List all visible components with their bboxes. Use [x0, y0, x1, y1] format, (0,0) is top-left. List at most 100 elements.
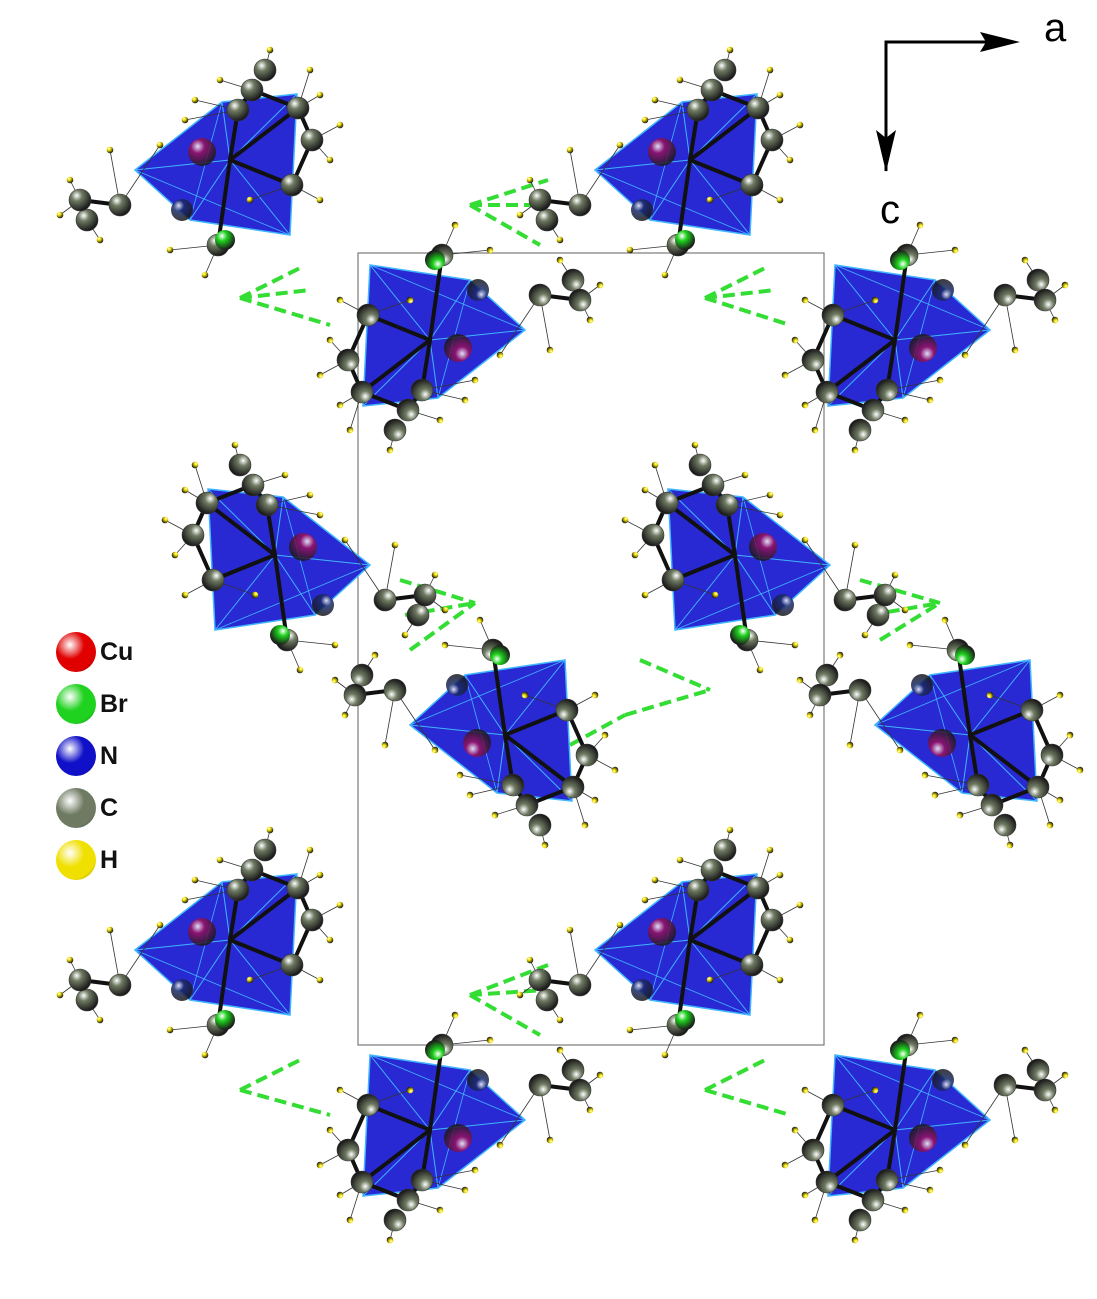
h-atom-r6b-7 — [791, 1126, 799, 1134]
c-atom-r3b-8 — [833, 588, 857, 612]
poly-edge-r6b-1 — [894, 1129, 904, 1189]
br-atom-r3b — [730, 625, 750, 645]
br-atom-r5a — [215, 1010, 235, 1030]
poly-edge-r5b-1 — [681, 881, 691, 941]
h-atom-r2a-8 — [336, 296, 344, 304]
poly-edge-r4b-3 — [969, 659, 1031, 736]
bond-r6b-3 — [825, 1128, 897, 1184]
c-atom-r3b-0 — [715, 493, 739, 517]
h-atom-r4a-9 — [476, 616, 484, 624]
h-atom-r3b-15 — [711, 591, 719, 599]
cu-atom-r3a — [289, 533, 317, 561]
h-contact-15 — [859, 578, 941, 605]
c-atom-r1b-2 — [746, 96, 770, 120]
h-atom-r2b-16 — [951, 246, 959, 254]
c-atom-r6a-6 — [561, 1058, 585, 1082]
h-atom-r2b-0 — [936, 376, 944, 384]
bond-r3a-3 — [205, 501, 277, 557]
c-atom-r1a-8 — [108, 193, 132, 217]
c-atom-r5a-6 — [75, 988, 99, 1012]
h-atom-r4b-3 — [1006, 841, 1014, 849]
molecule-r5b — [516, 826, 804, 1059]
h-atom-r1b-13 — [566, 146, 574, 154]
h-contact-1 — [239, 296, 331, 327]
h-atom-r5b-10 — [526, 956, 534, 964]
h-atom-r2a-14 — [496, 351, 504, 359]
h-contact-14 — [569, 713, 626, 747]
h-contact-17 — [878, 601, 942, 642]
c-atom-r1b-9 — [713, 58, 737, 82]
h-atom-r1b-8 — [776, 196, 784, 204]
c-atom-r5a-3 — [300, 908, 324, 932]
bond-r6a-3 — [360, 1128, 432, 1184]
poly-edge-r3b-4 — [734, 554, 776, 616]
h-atom-r2b-13 — [1011, 346, 1019, 354]
c-atom-r5a-0 — [226, 878, 250, 902]
h-atom-r5a-0 — [181, 896, 189, 904]
h-atom-r1a-10 — [66, 176, 74, 184]
axis-a-arrowhead — [980, 32, 1020, 52]
c-atom-r6b-6 — [1026, 1058, 1050, 1082]
h-atom-r2a-5 — [336, 401, 344, 409]
poly-edge-r4a-1 — [496, 734, 506, 794]
c-atom-r6b-3 — [801, 1138, 825, 1162]
c-atom-r3b-3 — [641, 523, 665, 547]
h-atom-r6a-3 — [386, 1236, 394, 1244]
br-atom-r1b — [675, 230, 695, 250]
h-atom-r6b-9 — [916, 1011, 924, 1019]
h-atom-r4b-12 — [836, 651, 844, 659]
cu-atom-r6b — [909, 1124, 937, 1152]
poly-diag-r2a — [369, 264, 526, 331]
poly-edge-r5b-4 — [649, 939, 691, 1001]
c-atom-r4b-8 — [848, 678, 872, 702]
poly-edge-r4b-0 — [874, 724, 971, 736]
h-atom-r3a-5 — [181, 486, 189, 494]
h-atom-r2b-9 — [916, 221, 924, 229]
cu-atom-r2b — [909, 334, 937, 362]
h-bond-line-r4b-14 — [859, 689, 901, 751]
h-atom-r4b-6 — [1076, 766, 1084, 774]
c-atom-r3a-1 — [241, 473, 265, 497]
br-atom-r2b — [890, 250, 910, 270]
h-atom-r2a-0 — [471, 376, 479, 384]
h-atom-r1b-4 — [766, 66, 774, 74]
h-atom-r4a-6 — [611, 766, 619, 774]
c-atom-r5b-0 — [686, 878, 710, 902]
h-atom-r3b-3 — [691, 441, 699, 449]
c-atom-r5b-4 — [740, 953, 764, 977]
h-atom-r1b-10 — [526, 176, 534, 184]
c-atom-r1b-6 — [535, 208, 559, 232]
h-atom-r5a-8 — [316, 976, 324, 984]
c-atom-r2b-3 — [801, 348, 825, 372]
n-atom-r1b — [631, 199, 653, 221]
bond-r4b-3 — [968, 733, 1040, 789]
h-atom-r1b-7 — [786, 156, 794, 164]
h-atom-r3a-7 — [171, 551, 179, 559]
h-bond-line-r2b-14 — [964, 294, 1006, 356]
poly-edge-r6b-3 — [834, 1054, 896, 1131]
h-atom-r4a-13 — [381, 741, 389, 749]
cu-atom-r5a — [188, 918, 216, 946]
h-atom-r4a-1 — [466, 791, 474, 799]
cu-atom-r4b — [928, 729, 956, 757]
h-atom-r1a-6 — [336, 121, 344, 129]
h-atom-r1b-2 — [676, 76, 684, 84]
h-contact-18 — [469, 963, 549, 997]
h-bond-line-r1b-14 — [579, 144, 621, 206]
h-atom-r6a-1 — [461, 1186, 469, 1194]
c-atom-r1b-8 — [568, 193, 592, 217]
poly-edge-r6b-0 — [894, 1119, 991, 1131]
h-atom-r6a-0 — [471, 1166, 479, 1174]
c-atom-r2b-1 — [861, 398, 885, 422]
molecule-r5a — [56, 826, 344, 1059]
cu-swatch-icon — [56, 632, 96, 672]
c-atom-r3a-6 — [406, 603, 430, 627]
h-atom-r6a-8 — [336, 1086, 344, 1094]
h-atom-r4a-12 — [371, 651, 379, 659]
c-atom-r2a-9 — [383, 418, 407, 442]
h-atom-r4b-0 — [921, 771, 929, 779]
c-atom-r5b-7 — [528, 968, 552, 992]
h-contact-11 — [408, 601, 477, 652]
c-atom-r4b-1 — [980, 793, 1004, 817]
poly-diag-r1a — [134, 169, 291, 236]
